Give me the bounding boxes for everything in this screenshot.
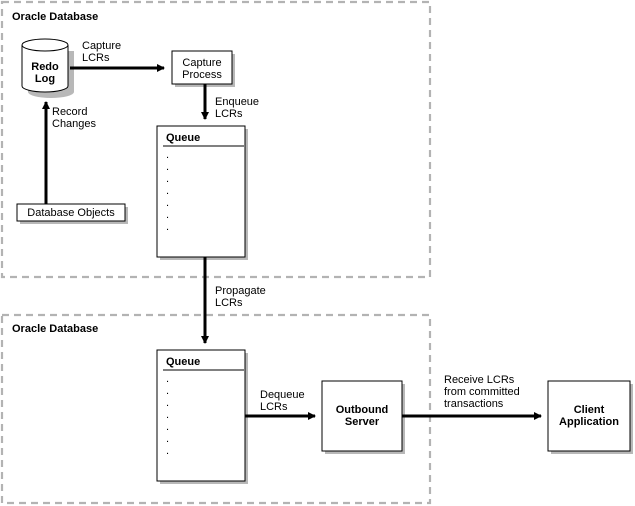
queue-top-dots: ....... (166, 149, 169, 233)
edge-record-changes: Record Changes (42, 101, 97, 204)
enqueue-lcrs-label-2: LCRs (215, 108, 243, 120)
region-bottom-title: Oracle Database (12, 323, 98, 335)
queue-entry-dot: . (166, 185, 169, 197)
queue-entry-dot: . (166, 373, 169, 385)
queue-entry-dot: . (166, 397, 169, 409)
queue-bottom-title: Queue (166, 356, 200, 368)
queue-top-title: Queue (166, 132, 200, 144)
capture-process-node: Capture Process (171, 50, 235, 87)
edge-capture-lcrs: Capture LCRs (70, 40, 165, 72)
region-top-border (0, 0, 432, 279)
capture-lcrs-label-2: LCRs (82, 52, 110, 64)
queue-entry-dot: . (166, 409, 169, 421)
redo-log-node: Redo Log (21, 38, 74, 98)
redo-log-top (21, 38, 69, 52)
propagate-lcrs-label-1: Propagate (215, 285, 266, 297)
dequeue-lcrs-label-1: Dequeue (260, 389, 305, 401)
queue-entry-dot: . (166, 161, 169, 173)
client-application-box (547, 380, 631, 452)
queue-entry-dot: . (166, 173, 169, 185)
queue-entry-dot: . (166, 221, 169, 233)
queue-bottom-box (156, 349, 246, 482)
queue-entry-dot: . (166, 385, 169, 397)
region-top-title: Oracle Database (12, 11, 98, 23)
queue-entry-dot: . (166, 149, 169, 161)
receive-lcrs-label-1: Receive LCRs (444, 374, 515, 386)
capture-process-label-2: Process (182, 69, 222, 81)
queue-bottom-dots: ....... (166, 373, 169, 457)
queue-entry-dot: . (166, 433, 169, 445)
record-changes-label-1: Record (52, 106, 87, 118)
database-objects-box (16, 203, 126, 222)
queue-entry-dot: . (166, 209, 169, 221)
dequeue-lcrs-label-2: LCRs (260, 401, 288, 413)
capture-process-label-1: Capture (182, 57, 221, 69)
region-bottom-border (0, 313, 432, 505)
outbound-server-label-2: Server (345, 416, 380, 428)
outbound-server-label-1: Outbound (336, 404, 389, 416)
redo-log-label-2: Log (35, 73, 55, 85)
edge-receive-lcrs: Receive LCRs from committed transactions (402, 374, 542, 420)
database-objects-node: Database Objects (16, 203, 128, 224)
region-bottom: Oracle Database (0, 313, 432, 505)
queue-entry-dot: . (166, 421, 169, 433)
queue-entry-dot: . (166, 445, 169, 457)
receive-lcrs-label-2: from committed (444, 386, 520, 398)
outbound-server-node: Outbound Server (321, 380, 405, 454)
queue-bottom-node: Queue ....... (156, 349, 248, 484)
client-application-label-2: Application (559, 416, 619, 428)
edge-enqueue-lcrs: Enqueue LCRs (201, 84, 259, 120)
database-objects-label: Database Objects (27, 207, 115, 219)
redo-log-label-1: Redo (31, 61, 59, 73)
queue-top-node: Queue ....... (156, 125, 248, 260)
edge-propagate-lcrs: Propagate LCRs (201, 257, 266, 344)
queue-entry-dot: . (166, 197, 169, 209)
record-changes-label-2: Changes (52, 118, 97, 130)
outbound-server-box (321, 380, 403, 452)
edge-dequeue-lcrs: Dequeue LCRs (245, 389, 316, 420)
client-application-label-1: Client (574, 404, 605, 416)
client-application-node: Client Application (547, 380, 633, 454)
queue-top-box (156, 125, 246, 258)
redo-log-body (21, 45, 69, 93)
enqueue-lcrs-label-1: Enqueue (215, 96, 259, 108)
capture-process-box (171, 50, 233, 85)
receive-lcrs-label-3: transactions (444, 398, 504, 410)
capture-lcrs-label-1: Capture (82, 40, 121, 52)
region-top: Oracle Database (0, 0, 432, 279)
propagate-lcrs-label-2: LCRs (215, 297, 243, 309)
